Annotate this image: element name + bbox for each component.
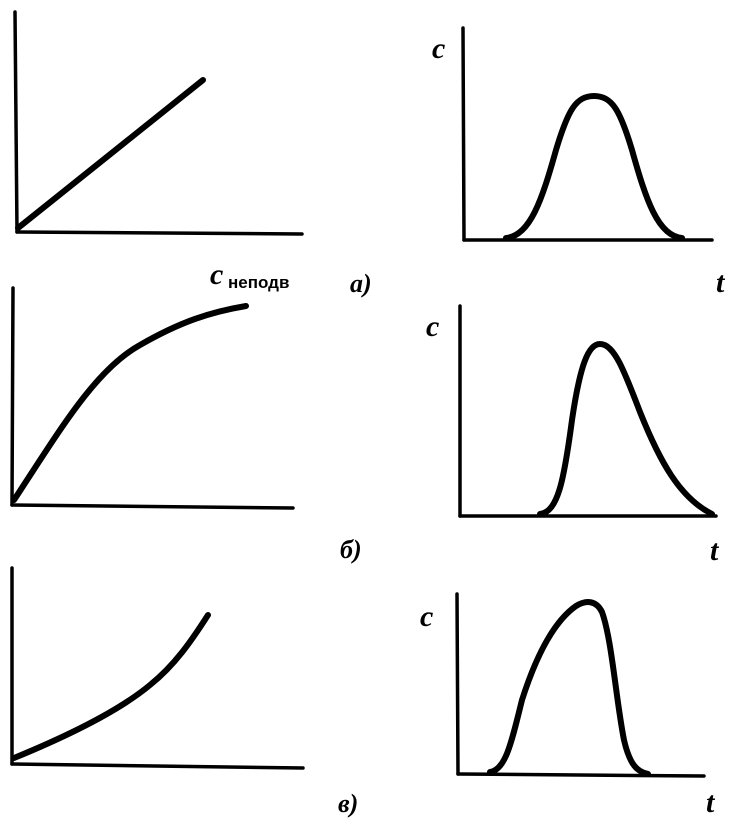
- isotherm-b-y-axis: [10, 286, 15, 507]
- isotherm-c-curve-concave: [11, 612, 211, 761]
- peak-c-y-label: c: [420, 600, 433, 633]
- isotherm-a-x-axis: [15, 230, 304, 236]
- peak-a-x-label: t: [716, 266, 726, 299]
- isotherm-x-label: c: [210, 258, 223, 291]
- peak-c-curve-diffuse-front: [487, 599, 651, 777]
- row-a: c неподв а) c t: [13, 10, 726, 299]
- peak-b-y-label: c: [426, 310, 439, 343]
- panel-label-c: в): [338, 789, 358, 818]
- peak-panel-c: c t: [420, 592, 716, 819]
- isotherm-c-x-axis: [10, 762, 305, 770]
- panel-label-b: б): [340, 535, 362, 564]
- isotherm-a-curve-linear: [15, 77, 206, 231]
- isotherm-panel-c: [10, 566, 305, 770]
- isotherm-a-y-axis: [13, 10, 19, 234]
- peak-b-curve-tailing: [537, 341, 715, 517]
- peak-panel-a: c t: [432, 26, 726, 299]
- isotherm-b-x-axis: [10, 503, 295, 510]
- peak-b-x-label: t: [710, 534, 720, 567]
- isotherm-panel-a: [13, 10, 304, 236]
- row-b: б) c t: [10, 286, 720, 567]
- isotherm-panel-b: [10, 286, 295, 510]
- panel-label-a: а): [350, 269, 372, 298]
- peak-c-x-axis: [456, 772, 706, 778]
- row-c: в) c t: [10, 566, 716, 819]
- peak-a-curve-symmetric: [503, 93, 685, 241]
- peak-panel-b: c t: [426, 304, 720, 567]
- peak-c-x-label: t: [706, 786, 716, 819]
- isotherm-x-label-subscript: неподв: [228, 273, 289, 292]
- isotherm-b-curve-convex: [11, 303, 249, 503]
- peak-c-y-axis: [455, 592, 460, 776]
- peak-a-y-label: c: [432, 32, 445, 65]
- peak-a-y-axis: [461, 26, 466, 242]
